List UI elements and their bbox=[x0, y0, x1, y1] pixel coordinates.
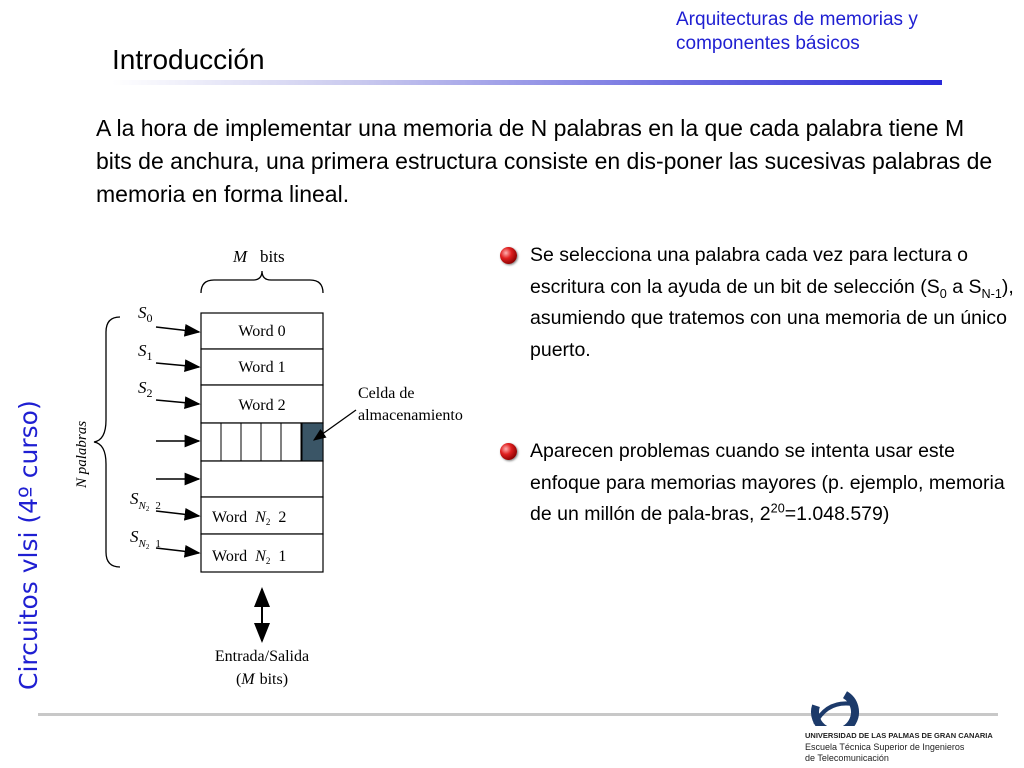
logo-line-school: Escuela Técnica Superior de Ingenieros bbox=[805, 742, 965, 752]
cell-label-line1: Celda de bbox=[358, 385, 414, 402]
select-label-1: S1 bbox=[138, 341, 153, 363]
io-label-line1: Entrada/Salida bbox=[215, 648, 309, 665]
storage-cell bbox=[301, 422, 324, 462]
select-arrow-n2 bbox=[155, 507, 201, 521]
cell-label-line2: almacenamiento bbox=[358, 407, 463, 424]
word-row-1 bbox=[200, 348, 324, 386]
university-emblem-icon bbox=[811, 688, 859, 726]
intro-paragraph: A la hora de implementar una memoria de … bbox=[96, 115, 993, 207]
bullet-item: Aparecen problemas cuando se intenta usa… bbox=[500, 436, 1022, 531]
logo-line-telecom: de Telecomunicación bbox=[805, 753, 889, 763]
select-label-0: S0 bbox=[138, 303, 153, 325]
slide-title: Introducción bbox=[112, 44, 265, 75]
red-bullet-icon bbox=[500, 443, 517, 460]
word-row-0 bbox=[200, 312, 324, 350]
select-label-2: S2 bbox=[138, 378, 153, 400]
university-logo: UNIVERSIDAD DE LAS PALMAS DE GRAN CANARI… bbox=[805, 686, 1015, 766]
logo-line-university: UNIVERSIDAD DE LAS PALMAS DE GRAN CANARI… bbox=[805, 731, 993, 740]
word-0-label: Word 0 bbox=[238, 323, 285, 340]
word-row-blank bbox=[200, 460, 324, 498]
n-palabras-label: N palabras bbox=[74, 421, 90, 489]
bullet-item: Se selecciona una palabra cada vez para … bbox=[500, 240, 1022, 366]
cell-callout-arrow bbox=[312, 409, 357, 441]
select-arrow-n1 bbox=[155, 544, 201, 558]
memory-diagram: M bits N palabras Word 0 Word 1 Word 2 W… bbox=[74, 247, 463, 688]
word-2-label: Word 2 bbox=[238, 397, 285, 414]
select-arrow-1 bbox=[155, 359, 201, 373]
side-course-label: Circuitos vlsi (4º curso) bbox=[14, 400, 43, 690]
select-arrow-0 bbox=[155, 323, 201, 337]
n-palabras-brace bbox=[93, 316, 121, 568]
title-divider bbox=[112, 80, 942, 85]
word-row-n1 bbox=[200, 533, 324, 573]
red-bullet-icon bbox=[500, 247, 517, 264]
word-row-2 bbox=[200, 384, 324, 424]
bits-label: bits bbox=[260, 247, 285, 266]
course-title: Arquitecturas de memorias y componentes … bbox=[676, 9, 918, 54]
m-label: M bbox=[232, 247, 248, 266]
m-bits-brace bbox=[200, 270, 324, 294]
select-arrow-2 bbox=[155, 396, 201, 410]
footer-divider bbox=[38, 713, 998, 716]
word-1-label: Word 1 bbox=[238, 359, 285, 376]
word-row-n2 bbox=[200, 496, 324, 535]
